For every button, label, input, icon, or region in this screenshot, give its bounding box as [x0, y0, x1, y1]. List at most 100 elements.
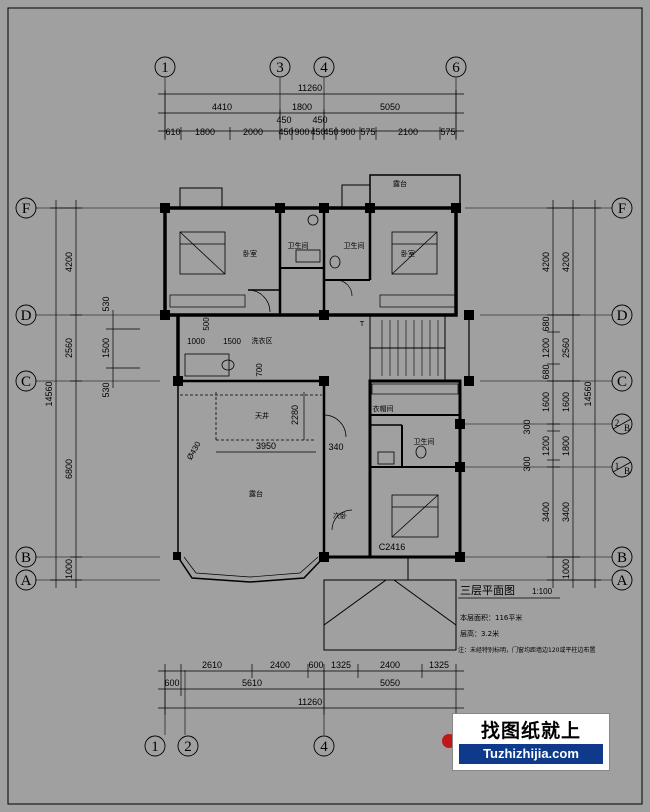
- axis-right-2b-num: 2: [615, 418, 620, 428]
- dim-top-d1: 1800: [195, 127, 215, 137]
- room-cloakroom: 衣帽间: [373, 404, 394, 413]
- dim-bot-5050: 5050: [380, 678, 400, 688]
- dim-int-1500: 1500: [223, 337, 241, 346]
- room-skywell: 天井: [255, 411, 269, 420]
- drawing-note: 注：未经特别标明，门窗均距墙边120或平柱边布置: [458, 646, 595, 654]
- room-laundry: 洗衣区: [252, 336, 273, 345]
- dim-bot-600: 600: [164, 678, 179, 688]
- dim-bot-d0: 2610: [202, 660, 222, 670]
- wardrobes: [169, 294, 459, 395]
- dim-top-5050: 5050: [380, 102, 400, 112]
- axis-top-1: 1: [161, 60, 169, 76]
- dim-bot-d1: 2400: [270, 660, 290, 670]
- drawing-frame: [7, 7, 643, 805]
- dim-diameter: Ø430: [185, 440, 203, 462]
- dim-top-d6: 450: [323, 127, 338, 137]
- axis-left-b: B: [21, 550, 31, 566]
- dim-left-4200: 4200: [64, 252, 74, 272]
- dim-right-d-1600: 1600: [541, 392, 551, 412]
- door-swings: [247, 279, 353, 531]
- axis-circles: [15, 56, 633, 757]
- stair-mark: T: [359, 320, 365, 328]
- dim-bot-d4: 2400: [380, 660, 400, 670]
- dim-top-small-450a: 450: [276, 115, 291, 125]
- dim-top-d5: 450: [310, 127, 325, 137]
- dim-right-m-2560: 2560: [561, 338, 571, 358]
- dim-bot-d3: 1325: [331, 660, 351, 670]
- dim-left-530b: 530: [101, 382, 111, 397]
- dim-right-d-1200a: 1200: [541, 338, 551, 358]
- axis-right-b: B: [617, 550, 627, 566]
- dim-int-700: 700: [255, 363, 264, 377]
- right-dimension-lines: [547, 200, 601, 588]
- dim-left-1000: 1000: [64, 559, 74, 579]
- dim-left-2560: 2560: [64, 338, 74, 358]
- floor-height: 层高：3.2米: [460, 629, 499, 638]
- window-code-c2416: C2416: [379, 542, 406, 552]
- dim-int-340: 340: [328, 442, 343, 452]
- room-bedroom-left: 卧室: [243, 249, 257, 258]
- dim-top-d2: 2000: [243, 127, 263, 137]
- dim-left-1500: 1500: [101, 338, 111, 358]
- dim-int-1000: 1000: [187, 337, 205, 346]
- dim-right-d-680a: 680: [541, 316, 551, 331]
- dim-top-4410: 4410: [212, 102, 232, 112]
- dim-right-m-1800: 1800: [561, 436, 571, 456]
- axis-right-a: A: [617, 573, 628, 589]
- dim-right-d-300a: 300: [522, 419, 532, 434]
- dim-right-d-3400: 3400: [541, 502, 551, 522]
- axis-right-1b-sub: B: [624, 466, 630, 476]
- dim-right-d-680b: 680: [541, 364, 551, 379]
- dim-right-total: 14560: [583, 381, 593, 406]
- dim-top-small-450b: 450: [312, 115, 327, 125]
- dim-bot-total: 11260: [298, 697, 322, 707]
- axis-right-c: C: [617, 374, 627, 390]
- axis-right-f: F: [618, 201, 626, 217]
- dim-int-500: 500: [202, 317, 211, 331]
- axis-sub-dividers: [612, 418, 632, 473]
- dim-bot-d2: 600: [308, 660, 323, 670]
- room-bath-1: 卫生间: [288, 241, 309, 250]
- dim-right-d-1200b: 1200: [541, 436, 551, 456]
- top-dimension-lines: [158, 90, 464, 140]
- room-bedroom-right: 卧室: [401, 249, 415, 258]
- axis-left-a: A: [21, 573, 32, 589]
- dim-bot-5610: 5610: [242, 678, 262, 688]
- beds: [179, 231, 439, 538]
- axis-left-d: D: [21, 308, 32, 324]
- bottom-dimension-lines: [158, 664, 464, 715]
- drawing-title: 三层平面图: [460, 584, 515, 597]
- dim-top-1800: 1800: [292, 102, 312, 112]
- axis-left-f: F: [22, 201, 30, 217]
- skywell-outline: [180, 392, 322, 441]
- room-bath-2: 卫生间: [344, 241, 365, 250]
- axis-right-1b-num: 1: [615, 461, 620, 471]
- floor-area: 本层面积：116平米: [460, 613, 522, 622]
- dim-top-d10: 575: [440, 127, 455, 137]
- axis-bottom-4: 4: [320, 739, 328, 755]
- left-dimension-lines: [50, 200, 140, 588]
- dim-int-3950: 3950: [256, 441, 276, 451]
- room-second-bedroom: 次卧: [333, 511, 347, 520]
- dim-top-d7: 900: [340, 127, 355, 137]
- room-bath-3: 卫生间: [414, 437, 435, 446]
- dim-top-d0: 610: [165, 127, 180, 137]
- axis-bottom-2: 2: [184, 739, 192, 755]
- dim-top-total: 11260: [298, 83, 322, 93]
- watermark-url: Tuzhizhijia.com: [459, 744, 603, 764]
- sanitary-fixtures: [184, 214, 427, 465]
- dim-top-d3: 450: [278, 127, 293, 137]
- bay-window-inner: [183, 556, 319, 578]
- dim-top-d9: 2100: [398, 127, 418, 137]
- axis-top-4: 4: [320, 60, 328, 76]
- axis-bottom-1: 1: [151, 739, 159, 755]
- watermark-chinese: 找图纸就上: [480, 720, 581, 742]
- axis-right-d: D: [617, 308, 628, 324]
- room-terrace-top: 露台: [393, 179, 407, 188]
- dim-top-d4: 900: [294, 127, 309, 137]
- stair-treads: [381, 320, 439, 376]
- dim-right-d-300b: 300: [522, 456, 532, 471]
- dim-right-m-4200: 4200: [561, 252, 571, 272]
- axis-top-6: 6: [452, 60, 460, 76]
